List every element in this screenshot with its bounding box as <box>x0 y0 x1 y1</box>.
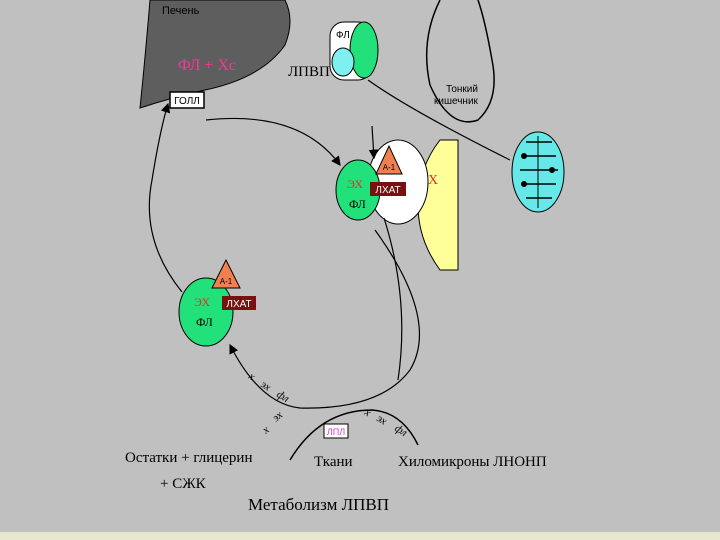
small-intestine: Тонкий кишечник <box>425 0 495 123</box>
arrow-label-right-fl: фл <box>392 422 409 439</box>
arrow-label-mid-x: х <box>259 424 271 437</box>
arrow-label-mid-ex: эх <box>270 409 285 424</box>
peripheral-cell: Х <box>417 139 459 271</box>
ex-label-lower: ЭХ <box>194 295 210 309</box>
apo-a1-triangle-lower <box>211 258 241 289</box>
intestine-label-line2: кишечник <box>434 96 479 107</box>
intestine-label-line1: Тонкий <box>446 84 478 95</box>
arrow-label-left-fl: фл <box>274 388 291 405</box>
fl-label-lower: ФЛ <box>196 315 213 329</box>
diagram-title: Метаболизм ЛПВП <box>248 495 389 514</box>
arrow-label-left-ex: эх <box>258 378 273 393</box>
hdl-particle-upper: А-1 ЛХАТ ЭХ ФЛ <box>335 139 429 225</box>
hdl-inner-label: ФЛ <box>336 30 350 41</box>
hdl-particle: ФЛ ЛПВП <box>288 21 379 81</box>
arrow-labels: х эх фл х эх х эх фл <box>246 370 410 439</box>
cell-x-label: Х <box>428 173 438 188</box>
liver-reaction-label: ФЛ + Хс <box>178 57 236 74</box>
apo-a1-triangle-upper <box>375 144 403 175</box>
chylomicrons-label: Хиломикроны ЛНОНП <box>398 454 547 470</box>
golgi-box <box>169 91 205 109</box>
bottom-stripe <box>0 532 720 540</box>
lpl-label: ЛПЛ <box>327 427 345 437</box>
arrow-label-right-ex: эх <box>374 412 389 427</box>
lcat-label-upper: ЛХАТ <box>375 185 400 196</box>
ex-label-upper: ЭХ <box>347 177 363 191</box>
golgi-label: ГОЛЛ <box>174 96 200 107</box>
arrow-label-right-x: х <box>362 406 373 419</box>
tissues-label: Ткани <box>314 454 353 470</box>
hdl-label: ЛПВП <box>288 64 330 80</box>
apo-a1-label-upper: А-1 <box>383 163 396 172</box>
liver-label: Печень <box>162 5 200 17</box>
pathway-arrows <box>148 79 511 461</box>
lcat-label-lower: ЛХАТ <box>226 299 251 310</box>
fl-label-upper: ФЛ <box>349 197 366 211</box>
tissues: ЛПЛ Ткани <box>314 423 353 470</box>
remnants-label-line2: + СЖК <box>160 476 207 492</box>
lpl-box <box>323 423 349 439</box>
arrow-label-left-x: х <box>246 370 257 383</box>
lcat-box-upper <box>370 182 406 196</box>
remnants-label-line1: Остатки + глицерин <box>125 450 252 466</box>
hdl-particle-lower: А-1 ЛХАТ ЭХ ФЛ <box>178 258 256 347</box>
lcat-box-lower <box>222 296 256 310</box>
intestine-cell <box>511 131 565 213</box>
apo-a1-label-lower: А-1 <box>220 277 233 286</box>
liver: Печень ФЛ + Хс ГОЛЛ <box>139 0 291 109</box>
